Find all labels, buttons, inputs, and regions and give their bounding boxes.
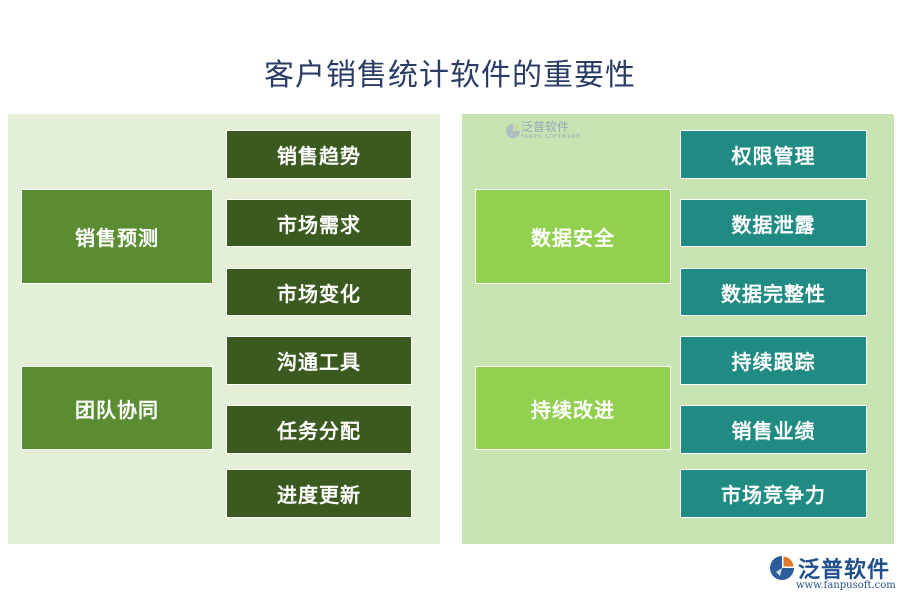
group-box-data-security: 数据安全: [475, 189, 671, 284]
logo-url: www.fanpusoft.com: [796, 580, 896, 591]
item-box: 市场需求: [226, 199, 412, 247]
item-box: 销售业绩: [680, 405, 867, 454]
fanpu-watermark-icon: [506, 123, 520, 138]
fanpu-logo-icon: [770, 556, 794, 580]
item-box: 销售趋势: [226, 130, 412, 179]
group-box-continuous-improvement: 持续改进: [475, 366, 671, 450]
item-box: 持续跟踪: [680, 336, 867, 385]
item-box: 市场竞争力: [680, 469, 867, 518]
watermark-text: 泛普软件: [521, 120, 570, 134]
item-box: 进度更新: [226, 469, 412, 518]
item-box: 任务分配: [226, 405, 412, 454]
item-box: 数据泄露: [680, 199, 867, 247]
watermark-subtext: FANPU SOFTWARE: [521, 134, 581, 140]
item-box: 权限管理: [680, 130, 867, 179]
logo-name: 泛普软件: [798, 558, 891, 583]
watermark: 泛普软件 FANPU SOFTWARE: [505, 121, 581, 140]
page-title: 客户销售统计软件的重要性: [264, 58, 636, 93]
item-box: 沟通工具: [226, 336, 412, 385]
group-box-team-collaboration: 团队协同: [21, 366, 213, 450]
item-box: 数据完整性: [680, 268, 867, 316]
group-box-sales-forecast: 销售预测: [21, 189, 213, 284]
brand-logo: 泛普软件 www.fanpusoft.com: [768, 552, 896, 596]
item-box: 市场变化: [226, 268, 412, 316]
